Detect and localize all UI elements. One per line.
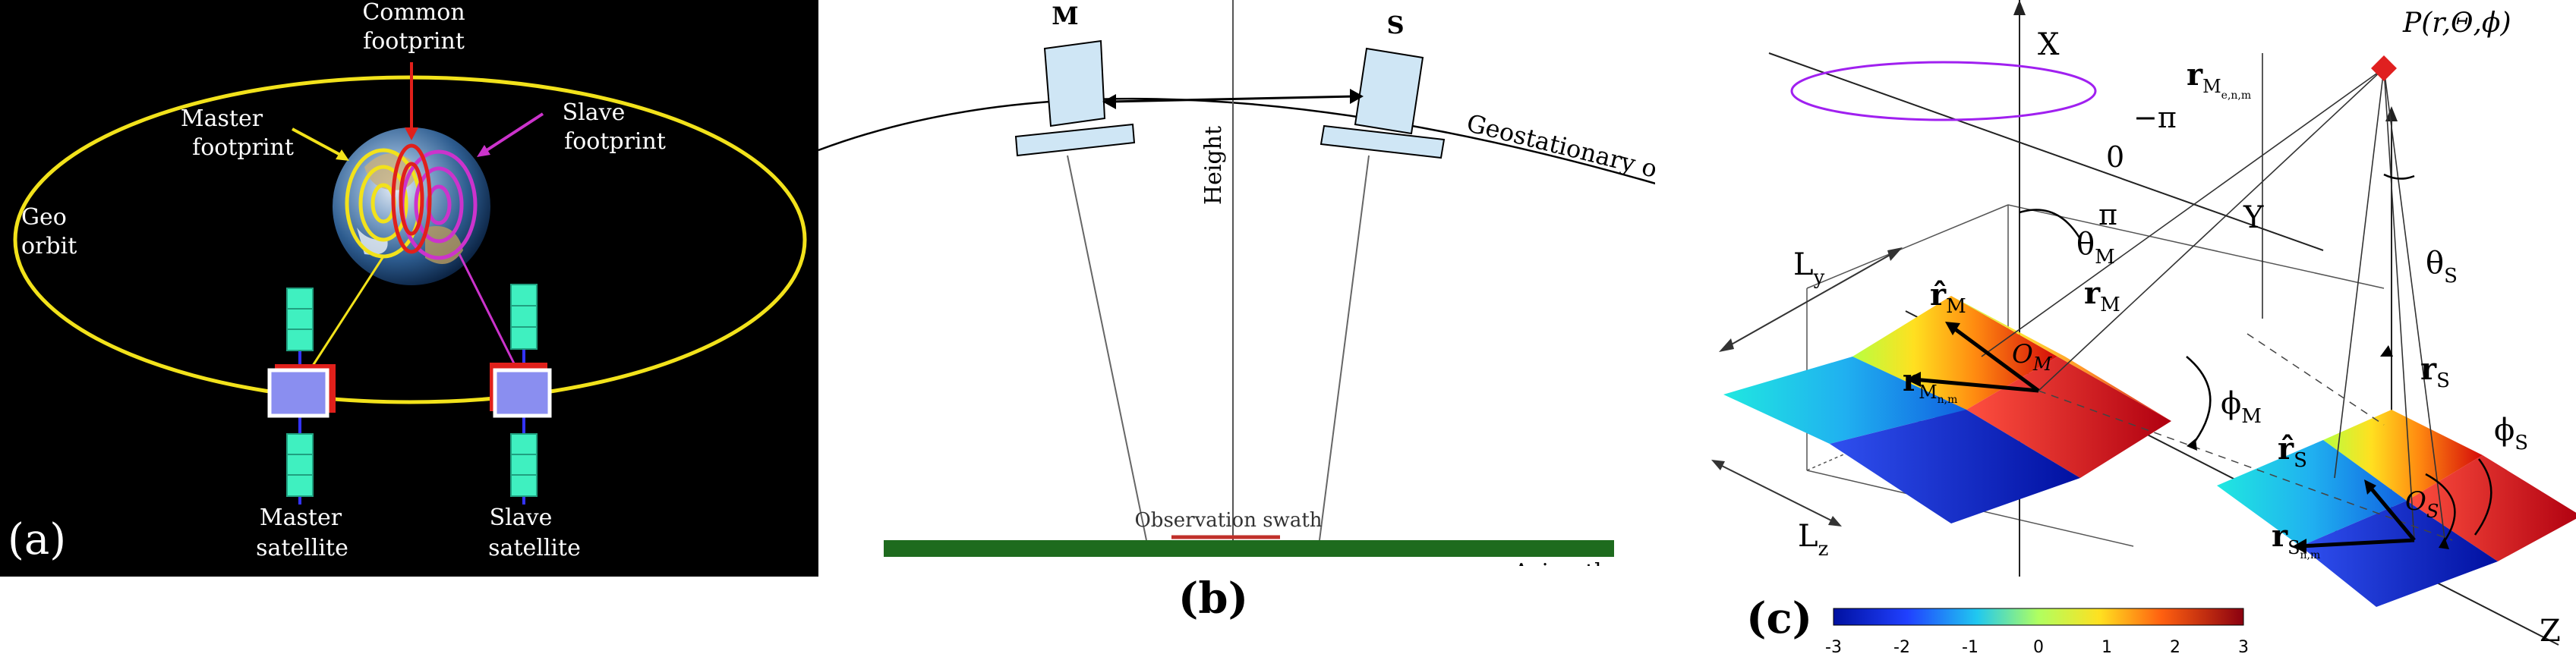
x-axis-slave-arrowhead [2385,106,2398,121]
colorbar-tick-label: 2 [2170,638,2180,657]
slave-label: S [1386,11,1404,39]
earth-globe [333,127,490,285]
colorbar-tick-label: 3 [2238,638,2249,657]
minus-pi-label: −π [2133,101,2177,134]
slave-footprint-label-line1: Slave [563,99,626,126]
rshat-arrowhead [2364,479,2376,495]
rmnm-arrowhead [1906,372,1921,387]
rm-label: rM [2084,275,2120,316]
master-beam-line [310,256,385,369]
y-axis-line [1768,52,2324,251]
slave-beam-line [1319,155,1370,541]
master-satellite [1014,39,1136,157]
azimuth-clip-mask [1502,566,1655,596]
ly-dimension-line [1723,250,1899,350]
master-beam-line [1067,155,1147,541]
panel-c: P(r,Θ,ϕ) X Y Z −π 0 π rMe,n,m θM rM r̂M … [1655,0,2576,657]
ly-label: Ly [1793,247,1825,289]
colorbar-ticks: -3 -2 -1 0 1 2 3 [1825,638,2249,657]
master-satellite [267,288,336,505]
baseline-arrowhead-left [1102,94,1116,109]
lz-dimension-line [1715,462,1838,524]
lz-arrowhead-a [1711,460,1725,470]
master-array-pad [1723,296,2171,523]
theta-m-label: θM [2076,227,2115,269]
baseline-arrow [1109,95,1357,103]
phase-arc-ellipse [1790,61,2097,121]
ground-strip [884,540,1614,557]
ly-arrowhead-a [1719,338,1734,352]
slave-footprint-arrowhead [477,145,490,157]
common-footprint-label-line1: Common [362,0,465,26]
common-footprint-arrowhead [405,127,418,140]
height-label: Height [1200,126,1227,205]
slave-guide-arrowhead [2380,345,2393,357]
theta-s-label: θS [2426,246,2458,288]
rmhat-label: r̂M [1930,277,1966,318]
slave-footprint-label-line2: footprint [564,128,666,155]
lz-label: Lz [1798,519,1828,561]
slave-footprint-arrow [483,112,544,153]
lz-arrowhead-b [1828,516,1842,527]
panel-a-background [0,0,818,577]
colorbar-tick-label: -3 [1825,638,1842,657]
z-axis-label: Z [2540,614,2561,649]
dashed-guides [2038,333,2453,541]
master-footprint-label-line2: footprint [192,134,294,161]
point-p-label: P(r,Θ,ϕ) [2402,8,2511,39]
master-footprint-label-line1: Master [181,105,263,132]
rs-label: rS [2420,351,2450,392]
master-footprint-arrow [292,127,342,157]
common-footprint-label-line2: footprint [363,28,465,55]
colorbar [1833,608,2244,626]
observation-swath-label: Observation swath [1134,509,1322,532]
pi-label: π [2098,198,2117,231]
ly-arrowhead-b [1887,247,1903,261]
slave-satellite [1320,47,1446,159]
phi-s-arrowhead [2439,537,2449,549]
rshat-label: r̂S [2278,431,2307,472]
slave-array-pad [2217,410,2576,607]
angle-arcs [2019,173,2492,547]
colorbar-tick-label: -1 [1962,638,1979,657]
colorbar-tick-label: 1 [2101,638,2112,657]
panel-c-letter: (c) [1746,593,1812,643]
master-footprint-arrowhead [336,149,349,161]
phi-m-arrowhead [2187,439,2197,451]
phi-m-label: ϕM [2221,386,2262,428]
x-axis-arrowhead [2013,0,2026,15]
master-label: M [1052,2,1078,30]
common-footprint-ellipses [391,143,432,254]
geostationary-orbit-label: Geostationary orbit [1464,108,1655,194]
panel-b: M S Height Geostationary orbit Observati… [818,0,1655,657]
rsnm-label: rSn,m [2272,518,2320,561]
panel-a-letter: (a) [8,515,66,564]
slave-satellite-label-line1: Slave [490,505,553,531]
unit-vector-arrows [1912,324,2416,549]
x-axis-label: X [2038,27,2060,62]
rmhat-arrowhead [1945,322,1960,335]
colorbar-tick-label: -2 [1893,638,1910,657]
rm-e-label: rMe,n,m [2187,57,2251,102]
master-satellite-label-line2: satellite [256,535,348,561]
slave-beam-line [458,253,518,369]
os-label: OS [2405,486,2439,522]
baseline-arrowhead-right [1350,89,1364,104]
slave-satellite-label-line2: satellite [488,535,581,561]
geo-orbit-label-line2: orbit [21,233,77,259]
phi-s-label: ϕS [2494,413,2528,454]
y-axis-label: Y [2243,200,2264,235]
rsnm-arrowhead [2293,539,2306,554]
geo-orbit-label-line1: Geo [21,204,67,231]
colorbar-tick-label: 0 [2033,638,2044,657]
vectors-to-point [1981,68,2445,541]
om-label: OM [2012,339,2053,375]
zero-label: 0 [2106,140,2124,174]
master-satellite-label-line1: Master [260,505,342,531]
slave-satellite [490,284,552,505]
rmnm-label: rMn,m [1903,363,1957,406]
panel-b-letter: (b) [1178,574,1248,624]
panel-a: Common footprint Master footprint Slave … [0,0,818,657]
